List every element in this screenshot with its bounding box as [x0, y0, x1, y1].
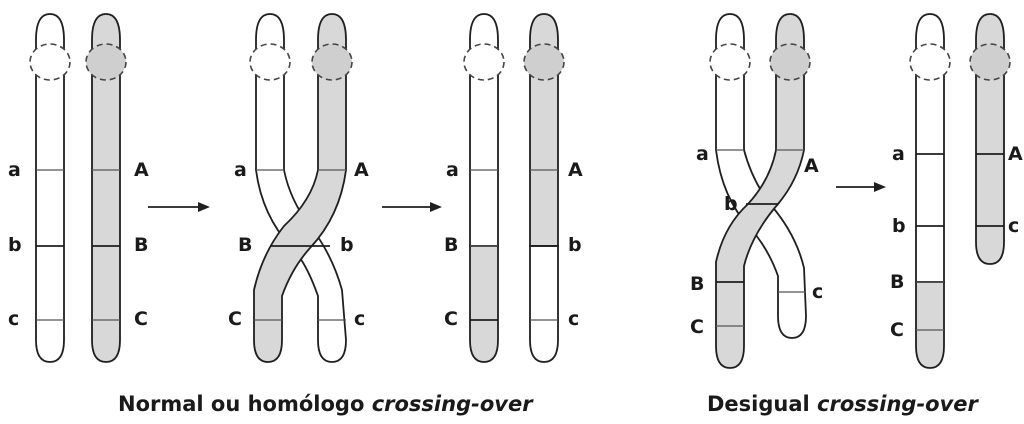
unequal-result-long-chromosome	[910, 14, 950, 368]
stage3-label-B: B	[444, 234, 458, 256]
stage3-chromosome-left	[464, 14, 504, 362]
unequal-label-C: C	[690, 316, 704, 338]
crossing-over-diagram: a b c A B C a A B b C c	[0, 0, 1024, 380]
unequal-label-A: A	[804, 155, 819, 177]
unequal-result-label-a: a	[892, 143, 905, 165]
unequal-label-B: B	[690, 273, 704, 295]
stage2-label-A: A	[354, 159, 369, 181]
arrow-right-icon	[382, 202, 442, 212]
stage1-label-b: b	[8, 234, 22, 256]
stage1-chromosome-white	[30, 14, 70, 362]
stage2-label-B: B	[238, 234, 252, 256]
arrow-right-icon	[836, 182, 886, 192]
stage1-label-A: A	[134, 159, 149, 181]
unequal-label-c: c	[812, 281, 823, 303]
stage2-label-C: C	[228, 308, 242, 330]
stage3-label-a: a	[446, 159, 459, 181]
stage1-chromosome-gray	[86, 14, 126, 362]
caption-unequal-italic: crossing-over	[817, 392, 978, 416]
stage3-chromosome-right	[524, 14, 564, 362]
caption-normal-text: Normal ou homólogo	[118, 392, 364, 416]
stage3-label-C: C	[444, 308, 458, 330]
stage1-label-C: C	[134, 308, 148, 330]
caption-unequal: Desigual crossing-over	[707, 392, 978, 416]
caption-unequal-text: Desigual	[707, 392, 810, 416]
stage2-label-a: a	[234, 159, 247, 181]
caption-normal: Normal ou homólogo crossing-over	[118, 392, 533, 416]
stage1-label-a: a	[8, 159, 21, 181]
unequal-label-b: b	[724, 193, 738, 215]
stage3-label-b: b	[568, 234, 582, 256]
stage1-label-B: B	[134, 234, 148, 256]
unequal-result-label-C: C	[890, 319, 904, 341]
arrow-right-icon	[148, 202, 210, 212]
unequal-result-label-c: c	[1008, 215, 1019, 237]
stage2-label-b: b	[340, 234, 354, 256]
unequal-result-label-A: A	[1008, 143, 1023, 165]
unequal-result-short-chromosome	[970, 14, 1010, 264]
stage2-label-c: c	[354, 308, 365, 330]
caption-normal-italic: crossing-over	[372, 392, 533, 416]
unequal-result-label-B: B	[890, 271, 904, 293]
unequal-label-a: a	[696, 143, 709, 165]
stage3-label-c: c	[568, 308, 579, 330]
stage3-label-A: A	[568, 159, 583, 181]
unequal-result-label-b: b	[892, 215, 906, 237]
stage1-label-c: c	[8, 308, 19, 330]
